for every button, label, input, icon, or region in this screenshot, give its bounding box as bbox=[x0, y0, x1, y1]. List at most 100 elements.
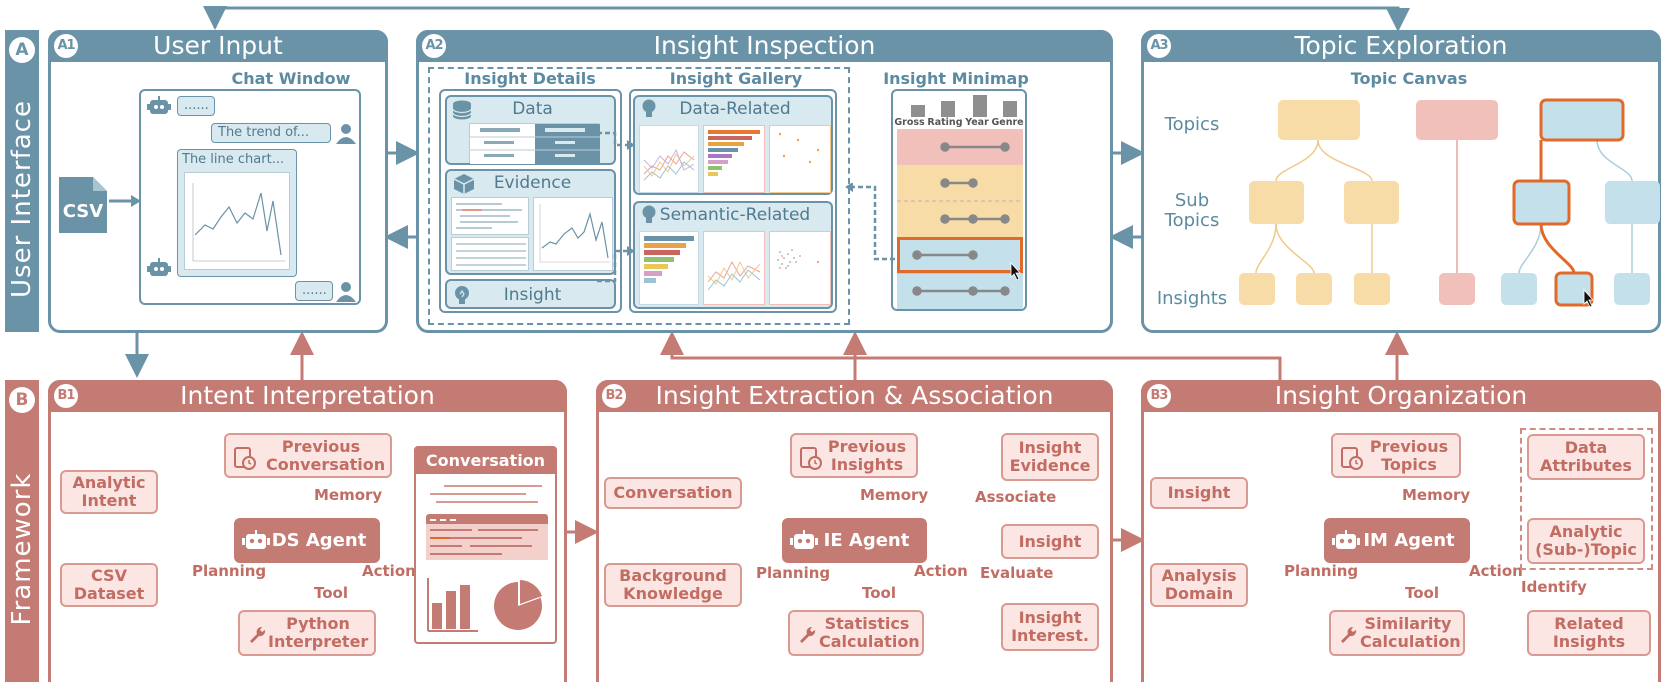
b2-tool-label: Tool bbox=[862, 584, 896, 602]
badge-b2: B2 bbox=[602, 384, 626, 408]
panel-topic-exploration-title: Topic Exploration bbox=[1294, 31, 1508, 60]
panel-topic-exploration: A3 Topic Exploration Topic Canvas Topics… bbox=[1141, 30, 1661, 333]
insight-minimap[interactable]: Gross Rating Year Genre bbox=[891, 89, 1027, 311]
insight-card[interactable]: Insight bbox=[445, 279, 616, 309]
data-table-thumbnail bbox=[469, 123, 600, 164]
minimap-rows bbox=[897, 129, 1023, 309]
minimap-bar-label-genre: Genre bbox=[991, 117, 1024, 128]
b1-tool-label: Tool bbox=[314, 584, 348, 602]
badge-a2: A2 bbox=[422, 34, 446, 58]
badge-a1: A1 bbox=[54, 34, 78, 58]
section-b-letter: B bbox=[9, 387, 35, 413]
semantic-related-group[interactable]: Semantic-Related bbox=[633, 201, 833, 309]
bot-icon bbox=[147, 95, 171, 117]
badge-a3: A3 bbox=[1147, 34, 1171, 58]
wrench-icon-2 bbox=[800, 626, 816, 643]
chat-bubble-bot-1: ...... bbox=[177, 96, 215, 116]
data-related-group[interactable]: Data-Related bbox=[633, 95, 833, 195]
data-card[interactable]: Data bbox=[445, 95, 616, 165]
panel-user-input-header: A1 User Input bbox=[48, 30, 388, 62]
insight-gallery-title: Insight Gallery bbox=[669, 69, 803, 88]
evidence-card[interactable]: Evidence bbox=[445, 169, 616, 275]
b2-tool-box: Statistics Calculation bbox=[788, 610, 924, 656]
panel-insight-organization-header: B3 Insight Organization bbox=[1141, 380, 1661, 412]
gallery-thumb-4[interactable] bbox=[639, 231, 699, 305]
gallery-thumb-3[interactable] bbox=[769, 125, 831, 193]
history-icon bbox=[234, 447, 256, 470]
b3-output-dashed-group bbox=[1520, 428, 1653, 570]
ds-agent: DS Agent bbox=[234, 518, 380, 563]
data-card-label: Data bbox=[512, 99, 553, 119]
panel-insight-organization-title: Insight Organization bbox=[1274, 381, 1528, 410]
user-icon-2 bbox=[335, 280, 357, 302]
b2-memory-label: Memory bbox=[860, 486, 929, 504]
b3-output-data-attributes: Data Attributes bbox=[1527, 434, 1645, 480]
panel-intent-interpretation-title: Intent Interpretation bbox=[180, 381, 435, 410]
csv-label: CSV bbox=[62, 201, 104, 222]
chat-bubble-bot-2-text: The line chart... bbox=[182, 152, 285, 167]
chat-bubble-user-1: The trend of... bbox=[211, 123, 331, 143]
b1-tool-text: Python Interpreter bbox=[268, 614, 369, 651]
b1-input-analytic-intent: Analytic Intent bbox=[60, 470, 158, 514]
minimap-bar-label-year: Year bbox=[965, 117, 989, 128]
gallery-thumb-2[interactable] bbox=[703, 125, 765, 193]
b2-output-insight: Insight bbox=[1001, 524, 1099, 559]
b3-input-analysis-domain: Analysis Domain bbox=[1150, 563, 1248, 607]
history-icon-2 bbox=[800, 447, 822, 470]
b3-tool-label: Tool bbox=[1405, 584, 1439, 602]
section-b-label: Framework bbox=[7, 472, 37, 626]
topic-tree[interactable] bbox=[1144, 33, 1661, 333]
b2-input-background-knowledge: Background Knowledge bbox=[604, 563, 742, 607]
b3-tool-text: Similarity Calculation bbox=[1360, 614, 1461, 651]
data-related-bulb-icon bbox=[642, 99, 656, 117]
chat-bubble-bot-2: The line chart... bbox=[177, 149, 297, 277]
evidence-code-thumbnail bbox=[451, 197, 529, 235]
b3-memory-text: Previous Topics bbox=[1369, 436, 1449, 474]
chat-window-title: Chat Window bbox=[231, 69, 351, 88]
row-label-sub-topics: Sub Topics bbox=[1164, 190, 1220, 231]
line-chart-thumbnail bbox=[184, 172, 290, 270]
history-icon-3 bbox=[1341, 447, 1363, 470]
badge-b3: B3 bbox=[1147, 384, 1171, 408]
gallery-thumb-1[interactable] bbox=[639, 125, 699, 193]
b2-output-insight-evidence: Insight Evidence bbox=[1001, 433, 1099, 481]
insight-minimap-title: Insight Minimap bbox=[883, 69, 1029, 88]
b3-memory-box: Previous Topics bbox=[1331, 433, 1461, 478]
gallery-thumb-6[interactable] bbox=[769, 231, 831, 305]
panel-insight-inspection-title: Insight Inspection bbox=[653, 31, 876, 60]
b2-tool-text: Statistics Calculation bbox=[819, 614, 920, 651]
semantic-related-label: Semantic-Related bbox=[659, 205, 811, 225]
insight-card-label: Insight bbox=[503, 285, 562, 305]
database-icon bbox=[452, 100, 472, 120]
section-a-letter: A bbox=[9, 37, 35, 63]
b3-memory-label: Memory bbox=[1402, 486, 1471, 504]
b3-input-insight: Insight bbox=[1150, 477, 1248, 509]
gallery-thumb-5[interactable] bbox=[703, 231, 765, 305]
minimap-bar-chart bbox=[911, 95, 1017, 117]
b3-output-related-insights: Related Insights bbox=[1527, 610, 1651, 656]
b2-associate-label: Associate bbox=[975, 488, 1057, 506]
cube-icon bbox=[453, 174, 475, 194]
im-agent-label: IM Agent bbox=[1363, 530, 1455, 551]
b3-planning-label: Planning bbox=[1284, 562, 1359, 580]
insight-details-panel: Data Evidence Insight bbox=[439, 89, 622, 313]
b3-action-label: Action bbox=[1469, 562, 1523, 580]
minimap-bar-labels: Gross Rating Year Genre bbox=[893, 117, 1025, 128]
b1-input-csv-dataset: CSV Dataset bbox=[60, 563, 158, 607]
chat-bubble-user-2: ...... bbox=[295, 281, 333, 301]
wrench-icon-3 bbox=[1341, 626, 1357, 643]
b3-output-analytic-topic: Analytic (Sub-)Topic bbox=[1527, 518, 1645, 564]
b3-tool-box: Similarity Calculation bbox=[1329, 610, 1465, 656]
b2-planning-label: Planning bbox=[756, 564, 831, 582]
b2-evaluate-label: Evaluate bbox=[980, 564, 1054, 582]
chat-window[interactable]: ...... The trend of... The line chart...… bbox=[139, 89, 361, 305]
minimap-bar-label-rating: Rating bbox=[927, 117, 963, 128]
b2-output-insight-interest: Insight Interest. bbox=[1001, 603, 1099, 651]
semantic-related-bulb-icon bbox=[642, 205, 656, 223]
row-label-topics: Topics bbox=[1164, 114, 1220, 135]
b2-input-conversation: Conversation bbox=[604, 477, 742, 509]
ds-agent-label: DS Agent bbox=[271, 530, 367, 551]
topic-canvas-title: Topic Canvas bbox=[1350, 69, 1468, 88]
badge-b1: B1 bbox=[54, 384, 78, 408]
conversation-title: Conversation bbox=[416, 448, 555, 474]
